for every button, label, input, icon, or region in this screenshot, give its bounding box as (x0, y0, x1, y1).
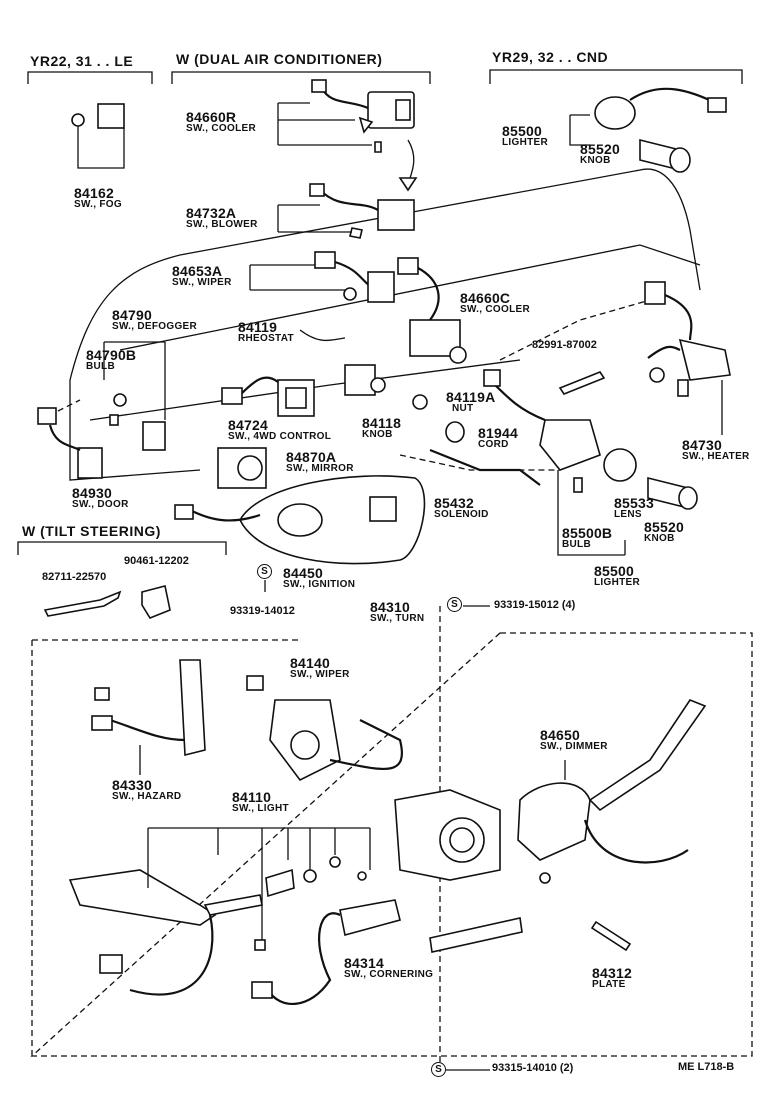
defogger-switch-part (103, 341, 166, 451)
plate-part (590, 920, 632, 952)
header-dual-ac: W (DUAL AIR CONDITIONER) (176, 51, 383, 67)
lighter-top-part (569, 87, 727, 173)
cornering-switch-part (251, 899, 401, 1005)
label-82711: 82711-22570 (42, 571, 107, 583)
tilt-bracket-b (141, 585, 171, 619)
figure-code: ME L718-B (678, 1061, 735, 1073)
rheostat-part (299, 329, 386, 396)
ignition-switch-part (174, 475, 426, 565)
lighter-assembly-part (483, 369, 698, 556)
screw-symbol-badge: S (257, 564, 272, 579)
header-yr22: YR22, 31 . . LE (30, 53, 134, 69)
light-switch-part (68, 827, 371, 996)
nut-part (412, 394, 428, 410)
label-93319a: 93319-14012 (230, 605, 295, 617)
screw-part (539, 872, 551, 884)
dimmer-switch-part (517, 699, 707, 864)
cooler-c-switch-part (397, 257, 467, 364)
door-switch-part (37, 407, 103, 479)
label-82991: 82991-87002 (532, 339, 597, 351)
screw-symbol-badge: S (431, 1062, 446, 1077)
dashboard-outline (39, 168, 701, 481)
wiper-column-switch-part (246, 675, 403, 782)
plate-strip-part (429, 917, 523, 953)
label-93315: 93315-14010 (2) (492, 1062, 574, 1074)
cooler-switch-part (277, 79, 415, 153)
blower-switch-part (277, 183, 415, 239)
heater-switch-part (644, 281, 731, 435)
rod-part (558, 371, 606, 395)
fog-switch-part (71, 103, 125, 169)
knob-part (445, 421, 465, 443)
header-tilt: W (TILT STEERING) (22, 523, 161, 539)
tilt-bracket-a (43, 590, 122, 617)
screw-symbol-badge: S (447, 597, 462, 612)
header-yr29: YR29, 32 . . CND (492, 49, 609, 65)
assembly-arrow-head (398, 177, 418, 192)
bracket-yr29 (489, 69, 743, 84)
bracket-tilt (17, 541, 227, 555)
label-90461: 90461-12202 (124, 555, 189, 567)
label-93319b: 93319-15012 (4) (494, 599, 576, 611)
hazard-switch-part (91, 659, 206, 775)
cord-part (429, 448, 541, 486)
wiper-switch-part (249, 251, 395, 303)
bracket-dual-ac (171, 71, 431, 84)
turn-switch-body-part (394, 789, 501, 881)
bracket-yr22 (27, 71, 153, 84)
mirror-switch-part (217, 447, 267, 489)
4wd-switch-part (221, 376, 315, 417)
